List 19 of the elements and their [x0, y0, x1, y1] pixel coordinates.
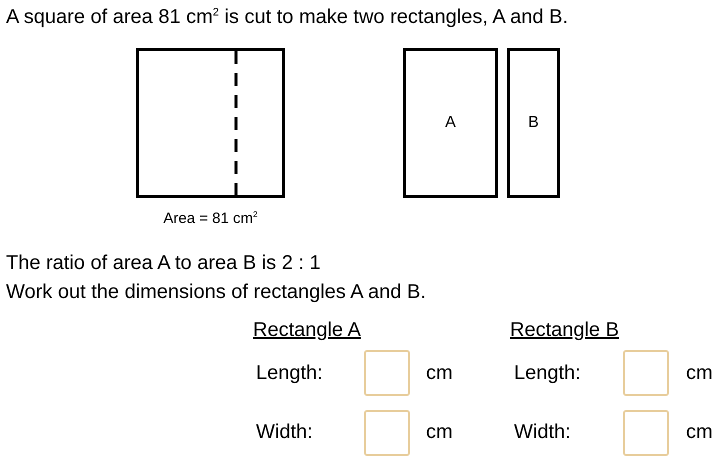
question-text: A square of area 81 cm$^{2}$ is cut to make two rectangles, A and B.: [6, 6, 568, 29]
unit-label: cm: [426, 362, 453, 385]
area-caption: Area = 81 cm$^{2}$: [163, 210, 258, 228]
rectangle: [403, 48, 498, 198]
square-shape: [136, 48, 285, 198]
field-label: Width:: [256, 421, 313, 444]
field-label: Width:: [514, 421, 571, 444]
unit-label: cm: [686, 362, 713, 385]
rectangle: [507, 48, 560, 198]
instruction-text: The ratio of area A to area B is 2 : 1: [6, 252, 321, 275]
column-heading: Rectangle B: [510, 319, 619, 342]
column-heading: Rectangle A: [253, 319, 361, 342]
unit-label: cm: [686, 421, 713, 444]
rectangle-label: B: [528, 114, 539, 132]
rectangle-label: A: [445, 114, 456, 132]
unit-label: cm: [426, 421, 453, 444]
instruction-text: Work out the dimensions of rectangles A and B.: [6, 281, 426, 304]
field-label: Length:: [514, 362, 581, 385]
field-label: Length:: [256, 362, 323, 385]
